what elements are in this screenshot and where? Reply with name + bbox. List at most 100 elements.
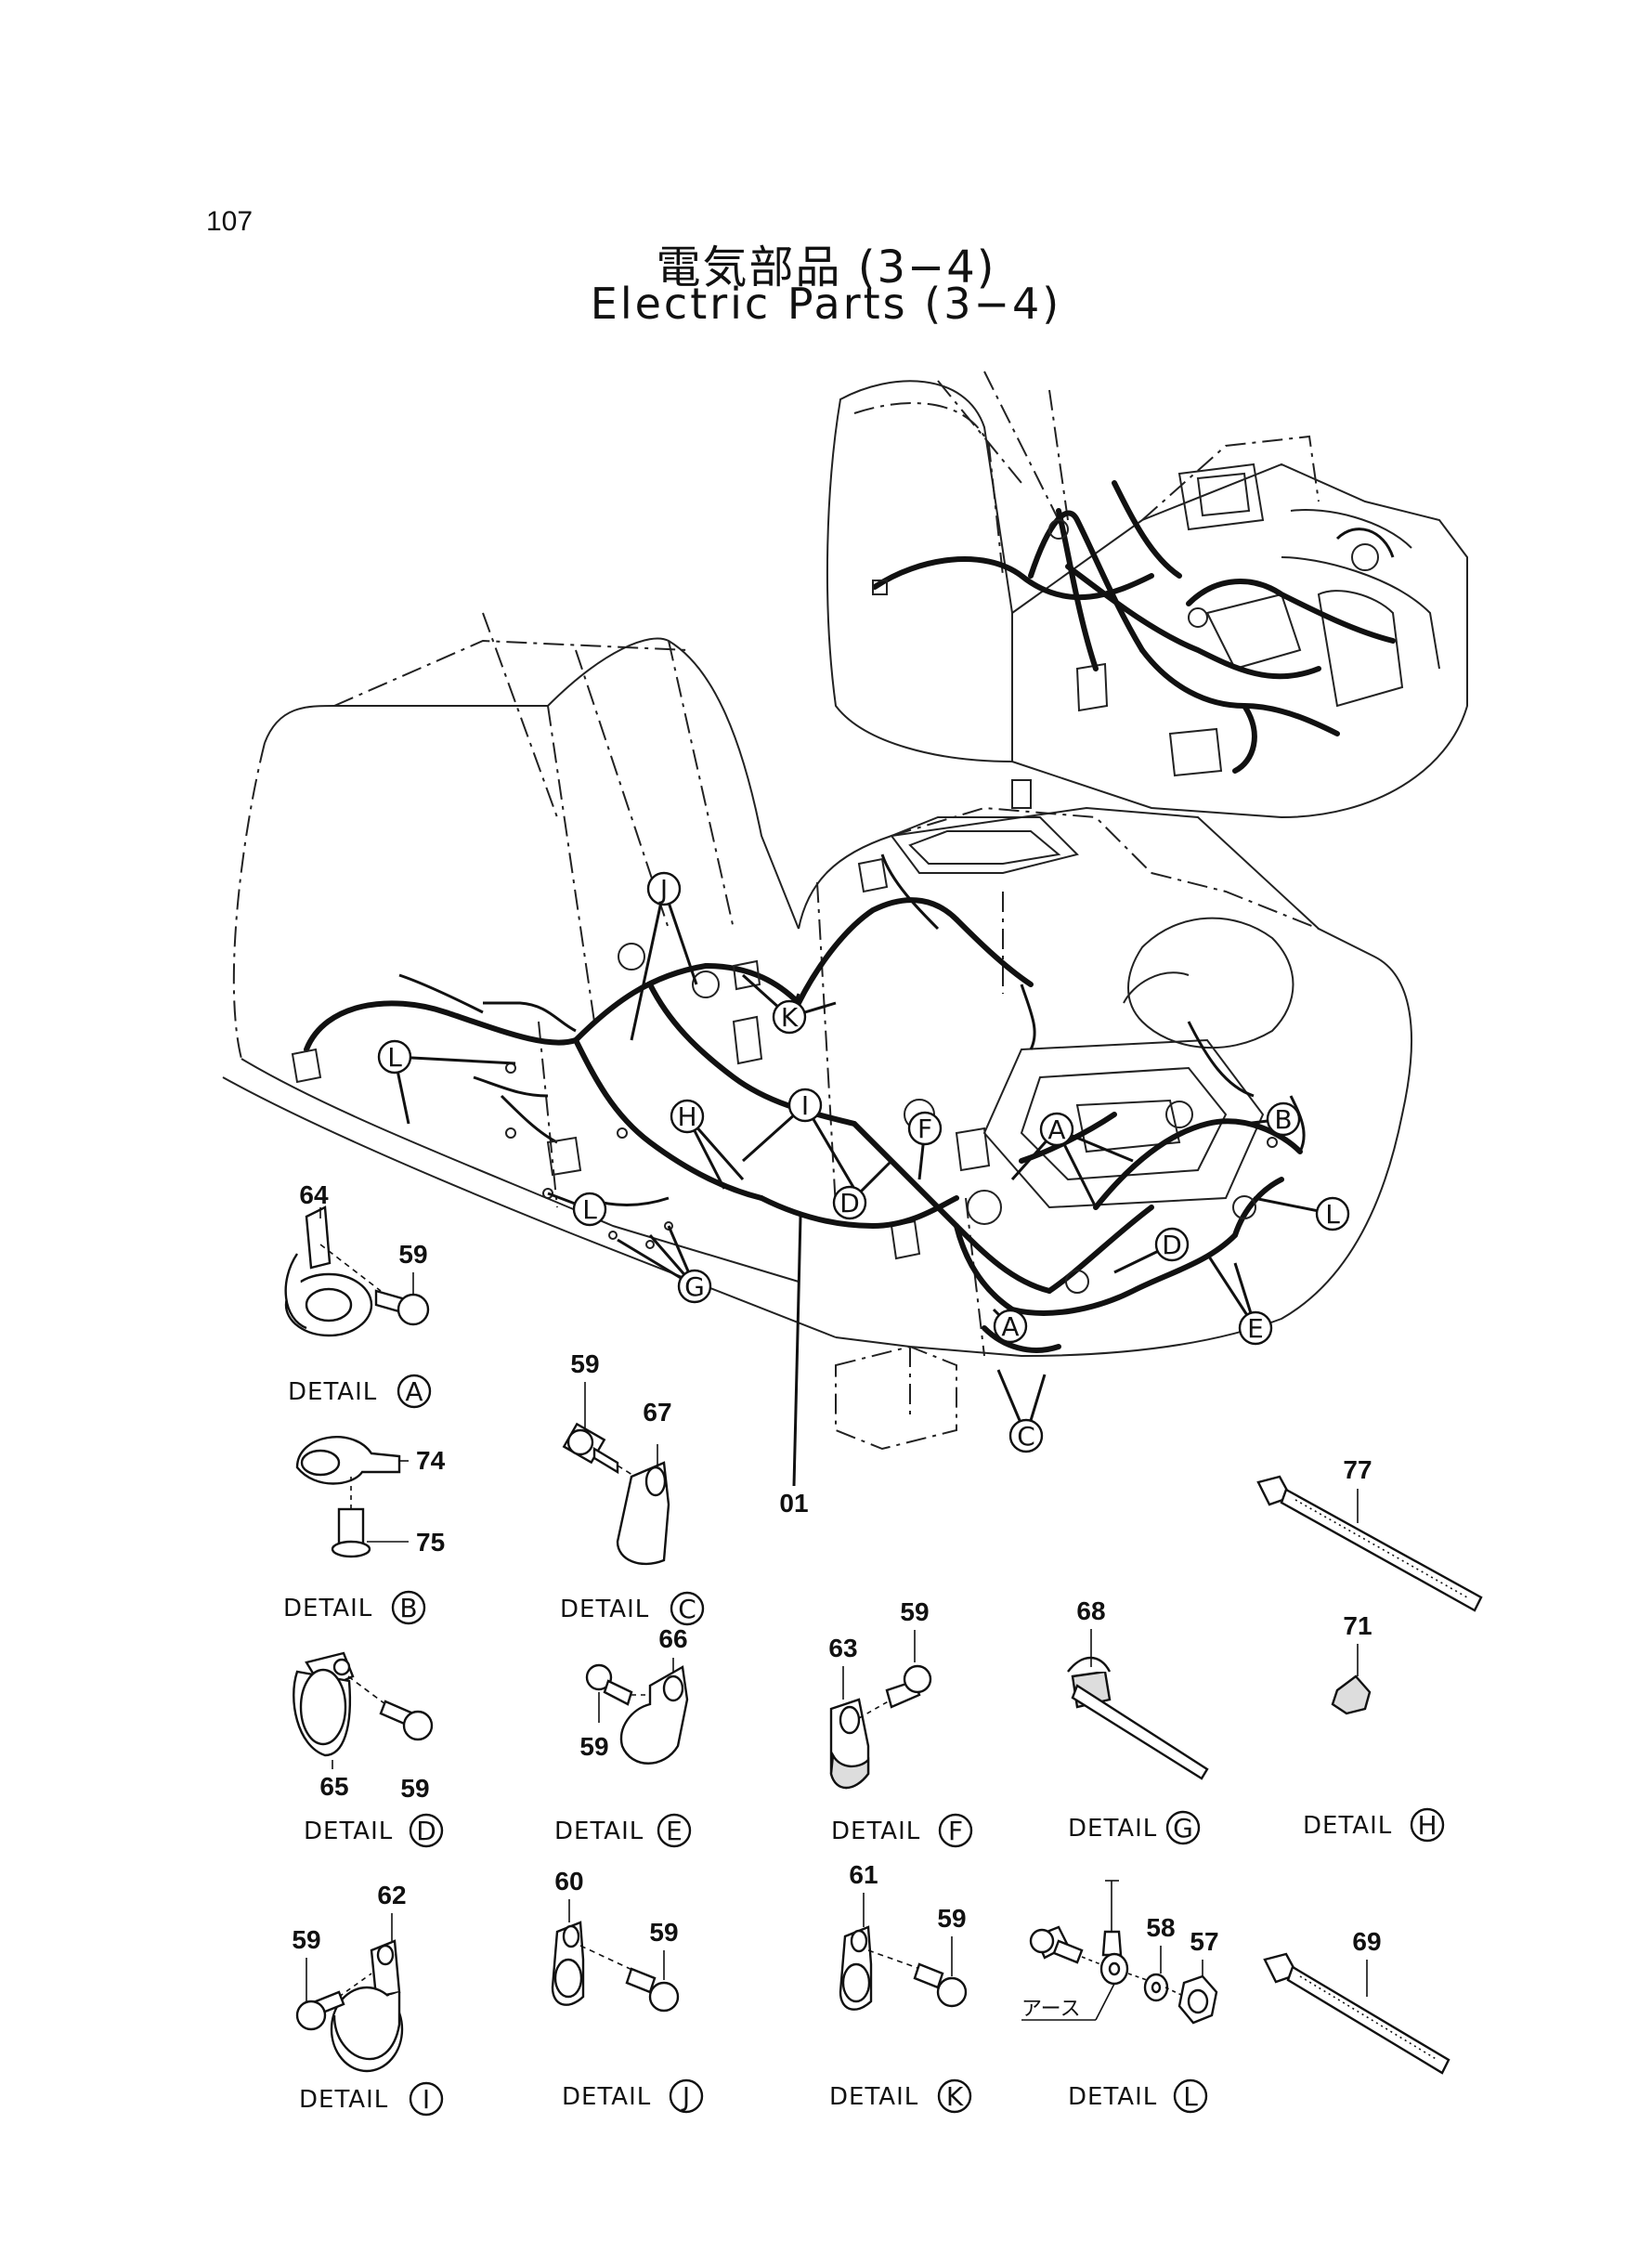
- detail-h-label: DETAIL: [1303, 1812, 1392, 1840]
- detail-a-part-64: 64: [299, 1180, 329, 1209]
- detail-l-label: DETAIL: [1068, 2083, 1157, 2111]
- page-number: 107: [206, 206, 254, 237]
- callout-l-3-label: L: [582, 1194, 597, 1225]
- detail-e: 66 59 DETAIL E: [554, 1624, 692, 1848]
- detail-k-letter: K: [946, 2081, 964, 2112]
- callout-l-2: [1315, 1196, 1350, 1231]
- detail-d: 65 59 DETAIL D: [293, 1651, 444, 1848]
- callout-g: [677, 1269, 712, 1304]
- callout-leaders: [393, 888, 1333, 1487]
- detail-g-part-68: 68: [1076, 1596, 1105, 1625]
- main-machine-view: [222, 612, 1412, 1451]
- title-japanese: 電気部品 (3−4): [656, 241, 996, 293]
- callout-k-label: K: [781, 1002, 799, 1033]
- detail-c-part-59: 59: [570, 1349, 599, 1378]
- callout-a-2-label: A: [1001, 1311, 1019, 1342]
- callout-d-1: [832, 1185, 867, 1220]
- title-english: Electric Parts (3−4): [590, 279, 1062, 329]
- detail-a-part-59: 59: [398, 1240, 427, 1269]
- detail-b-part-74: 74: [416, 1446, 446, 1475]
- cable-tie-77: 77: [1256, 1455, 1483, 1612]
- detail-c-part-67: 67: [643, 1398, 671, 1427]
- callout-circles: J K L H I F A B L D L D G E A C 01: [377, 871, 1350, 1518]
- detail-a: 64 59 DETAIL A: [284, 1180, 432, 1409]
- detail-a-letter: A: [405, 1376, 423, 1407]
- detail-j-part-59: 59: [649, 1918, 678, 1947]
- callout-h: [670, 1099, 705, 1134]
- callout-d-2: [1154, 1227, 1190, 1262]
- detail-c: 59 67 DETAIL C: [560, 1349, 705, 1626]
- callout-c: [1008, 1418, 1044, 1453]
- callout-f: [907, 1111, 943, 1146]
- callout-k: [772, 999, 807, 1035]
- detail-f-letter: F: [948, 1816, 963, 1846]
- detail-i: 62 59 DETAIL I: [292, 1881, 444, 2117]
- detail-f-label: DETAIL: [831, 1818, 920, 1845]
- harness-part-number: 01: [779, 1489, 808, 1518]
- detail-c-letter: C: [678, 1594, 696, 1624]
- callout-i: [787, 1088, 823, 1123]
- detail-g-label: DETAIL: [1068, 1815, 1157, 1843]
- detail-b-part-75: 75: [416, 1528, 445, 1557]
- callout-l-3: [572, 1192, 607, 1227]
- callout-a-2: [993, 1309, 1028, 1344]
- detail-b: 74 75 DETAIL B: [283, 1436, 446, 1625]
- detail-l-letter: L: [1183, 2081, 1198, 2112]
- detail-d-letter: D: [416, 1816, 436, 1846]
- detail-h-letter: H: [1417, 1810, 1437, 1841]
- detail-l: 58 57 アース DETAIL L: [1021, 1880, 1219, 2114]
- detail-j-label: DETAIL: [562, 2083, 651, 2111]
- cable-tie-69: 69: [1263, 1927, 1450, 2075]
- detail-e-label: DETAIL: [554, 1818, 644, 1845]
- detail-l-part-57: 57: [1190, 1927, 1218, 1956]
- detail-i-part-59: 59: [292, 1925, 320, 1954]
- detail-d-part-65: 65: [319, 1772, 348, 1801]
- callout-j-label: J: [658, 874, 668, 905]
- detail-i-part-62: 62: [377, 1881, 406, 1909]
- detail-f: 63 59 DETAIL F: [828, 1597, 973, 1848]
- callout-d-1-label: D: [839, 1188, 860, 1218]
- detail-d-label: DETAIL: [304, 1818, 393, 1845]
- detail-k-part-59: 59: [937, 1904, 966, 1933]
- callout-l-1: [377, 1039, 412, 1075]
- detail-k: 61 59 DETAIL K: [829, 1860, 972, 2114]
- detail-j: 60 59 DETAIL J: [551, 1867, 704, 2114]
- callout-j: [646, 871, 682, 906]
- callout-i-label: I: [801, 1090, 809, 1121]
- detail-d-part-59: 59: [400, 1774, 429, 1803]
- callout-a-1-label: A: [1047, 1114, 1065, 1145]
- callout-l-2-label: L: [1325, 1199, 1340, 1230]
- callout-e-label: E: [1247, 1313, 1264, 1344]
- detail-f-part-63: 63: [828, 1634, 857, 1662]
- inset-machine-view: [826, 371, 1468, 819]
- callout-e: [1238, 1310, 1273, 1346]
- detail-g: 68 DETAIL G: [1067, 1596, 1209, 1845]
- detail-c-label: DETAIL: [560, 1596, 649, 1623]
- ground-label: アース: [1021, 1998, 1081, 2021]
- detail-l-part-58: 58: [1146, 1913, 1175, 1942]
- detail-j-letter: J: [681, 2081, 690, 2112]
- detail-i-label: DETAIL: [299, 2086, 388, 2114]
- detail-f-part-59: 59: [900, 1597, 929, 1626]
- callout-f-label: F: [917, 1114, 932, 1144]
- part-77-label: 77: [1343, 1455, 1372, 1484]
- detail-b-label: DETAIL: [283, 1595, 372, 1622]
- callout-c-label: C: [1017, 1421, 1035, 1452]
- detail-j-part-60: 60: [554, 1867, 583, 1896]
- detail-k-part-61: 61: [849, 1860, 878, 1889]
- callout-a-1: [1039, 1112, 1074, 1147]
- callout-b-label: B: [1274, 1104, 1292, 1135]
- callout-d-2-label: D: [1162, 1230, 1182, 1260]
- detail-h-part-71: 71: [1343, 1611, 1372, 1640]
- callout-b: [1266, 1101, 1301, 1137]
- detail-b-letter: B: [399, 1593, 417, 1623]
- detail-h: 71 DETAIL H: [1303, 1611, 1445, 1843]
- callout-g-label: G: [684, 1271, 705, 1302]
- detail-i-letter: I: [423, 2084, 430, 2115]
- detail-e-part-59: 59: [579, 1732, 608, 1761]
- detail-e-letter: E: [666, 1816, 683, 1846]
- detail-a-label: DETAIL: [288, 1378, 377, 1406]
- callout-h-label: H: [677, 1101, 696, 1132]
- callout-l-1-label: L: [387, 1042, 402, 1073]
